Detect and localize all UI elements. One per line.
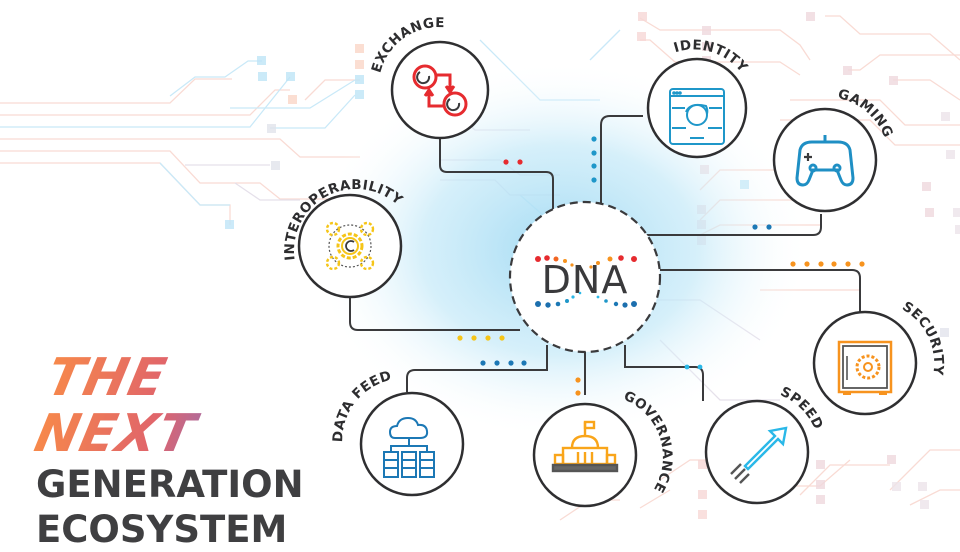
ecosystem-diagram: DNA EXCHANGE [0,12,960,551]
safe-icon [837,340,893,395]
node-speed[interactable]: SPEED [704,384,826,505]
node-security[interactable]: SECURITY [812,299,946,416]
headline: THE NEXT GENERATION ECOSYSTEM [30,348,306,552]
dna-logo-text: DNA [542,258,629,302]
headline-the-next: THE NEXT [30,348,318,464]
face-id-icon [669,88,725,145]
diagram-canvas: DNA EXCHANGE [0,12,960,521]
dna-dots-bottom [535,291,637,308]
exchange-icon [412,64,468,117]
rocket-arrow-icon [730,426,788,484]
headline-ecosystem: ECOSYSTEM [36,508,288,551]
building-icon [551,420,619,473]
connectors [349,115,861,401]
node-interoperability[interactable]: INTEROPERABILITY [282,177,406,299]
node-gaming[interactable]: GAMING [772,86,896,213]
dna-center-node[interactable]: DNA [508,200,662,354]
dot-trails [457,136,865,396]
gamepad-icon [795,135,855,187]
cloud-servers-icon [383,416,435,478]
gears-icon [325,221,375,271]
dna-dots-top [535,255,637,270]
headline-generation: GENERATION [36,463,304,506]
node-identity[interactable]: IDENTITY [646,37,751,159]
